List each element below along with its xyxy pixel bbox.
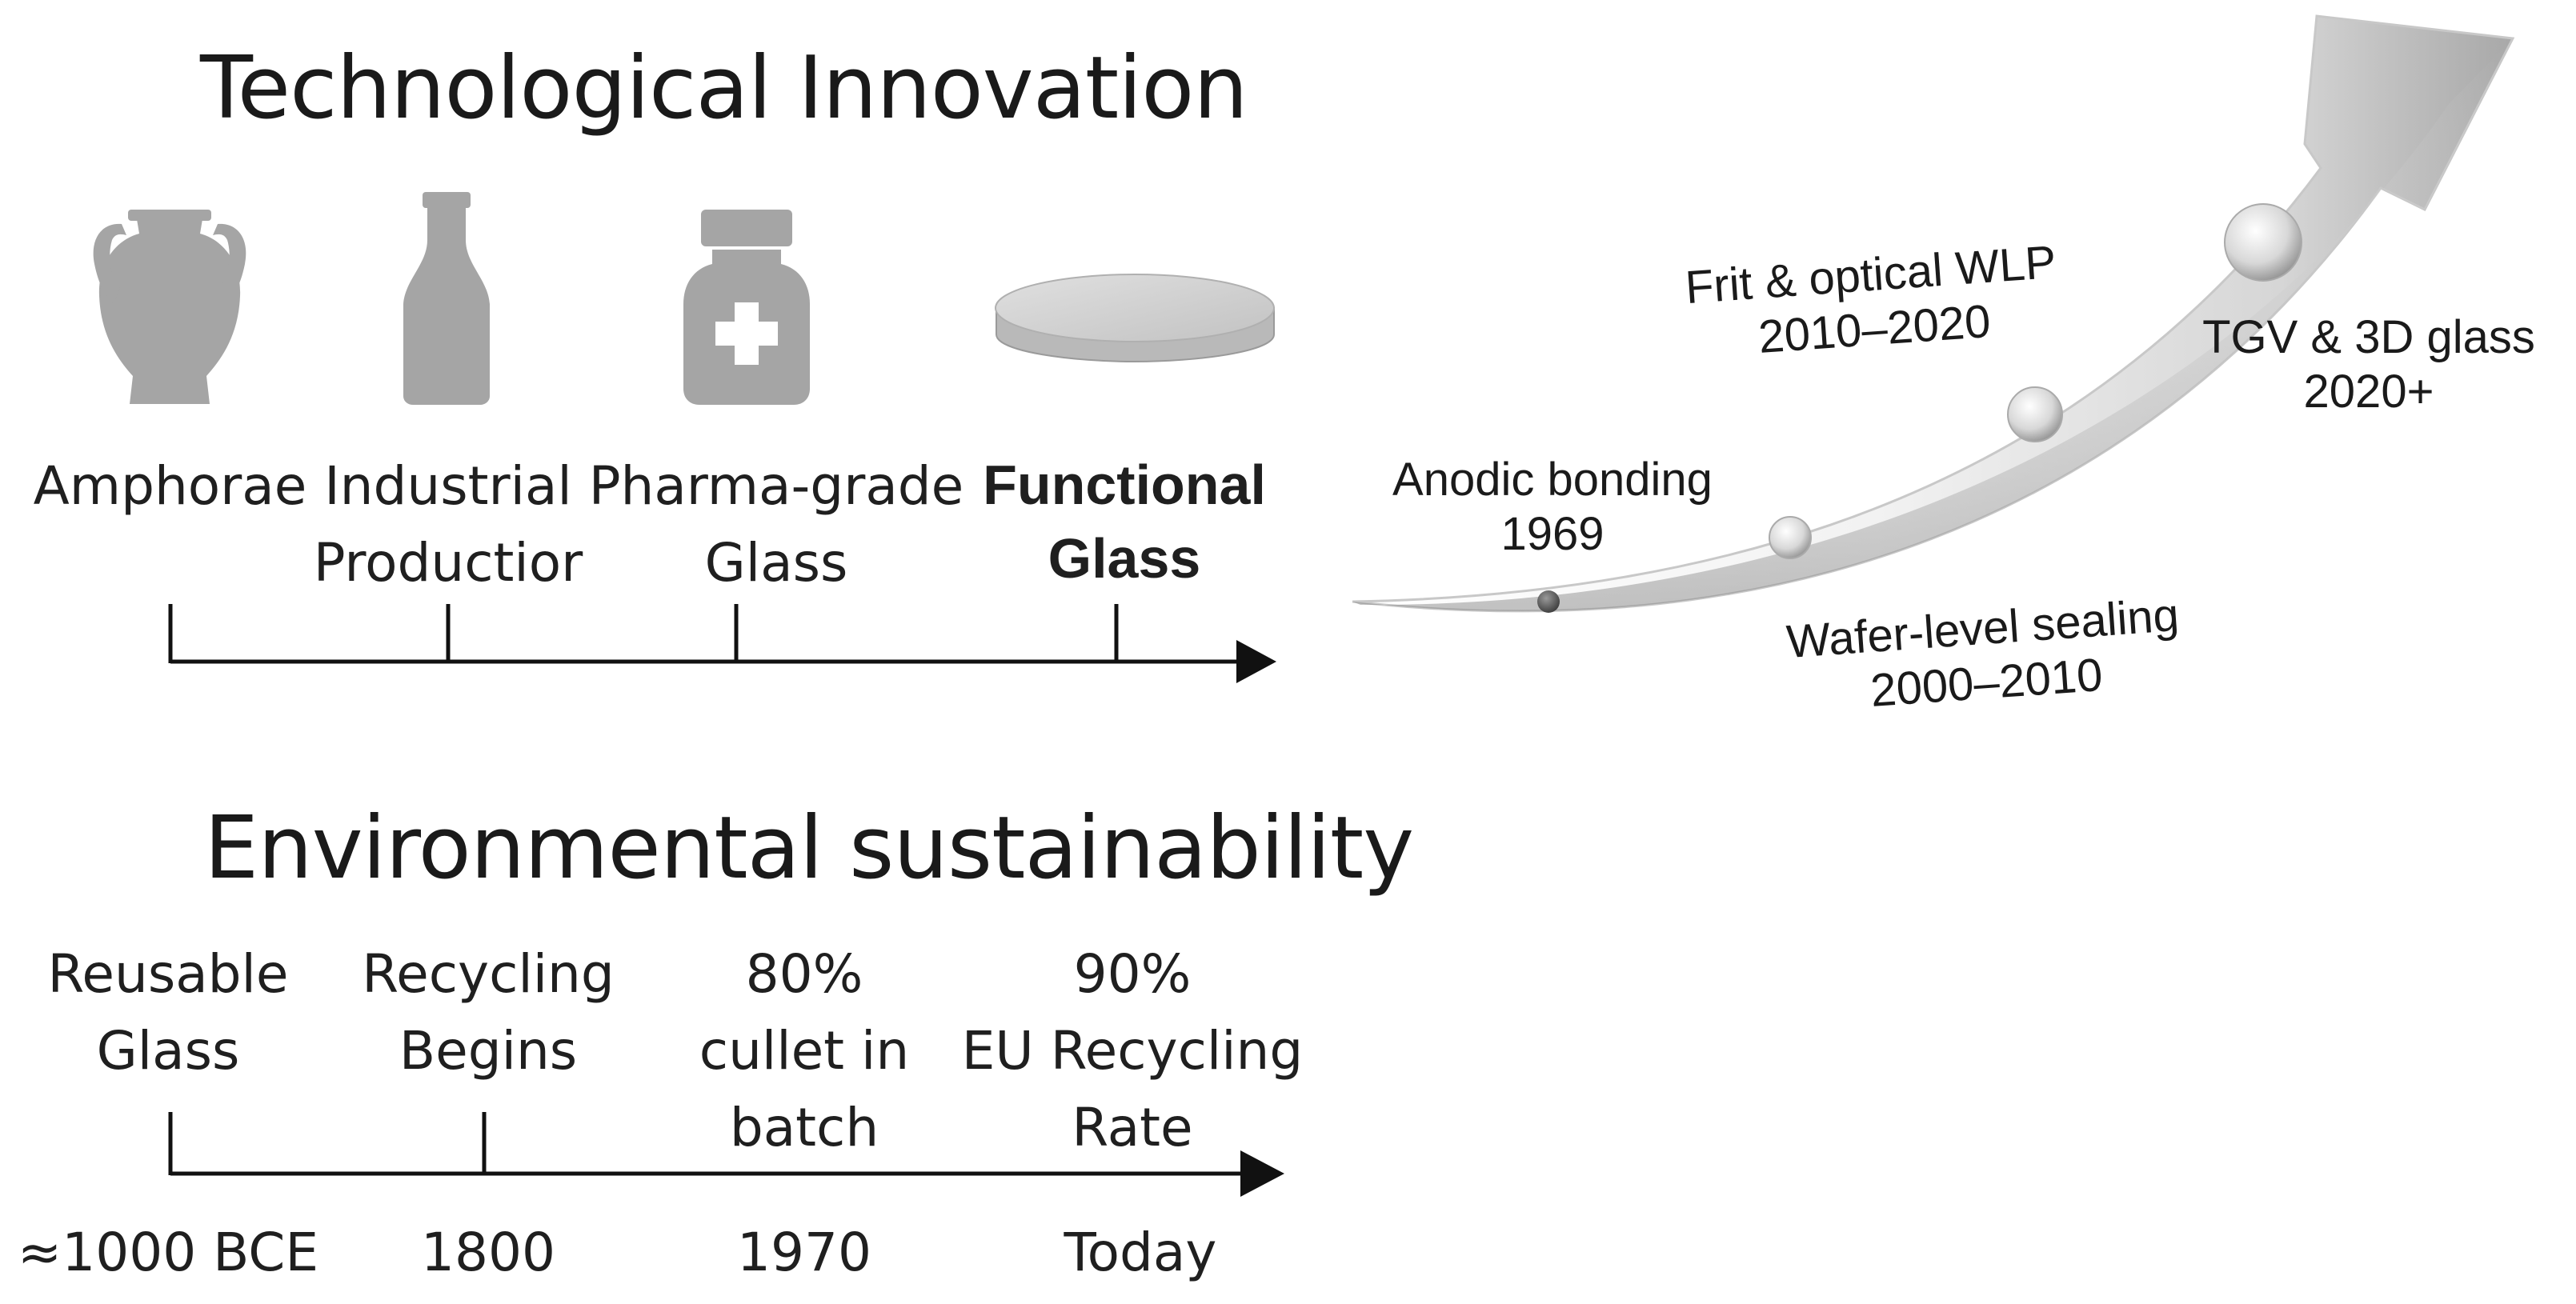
env-timeline-axis [168,1112,1248,1176]
tech-item-functional: Functional Glass [972,448,1276,595]
env-date-1000bce: ≈1000 BCE [17,1222,319,1283]
tech-axis-arrowhead [1236,640,1276,683]
env-item-eu-rate: 90% EU Recycling Rate [956,936,1308,1166]
env-item-label: 80% [745,943,863,1005]
medicine-bottle-icon [683,210,810,405]
env-item-recycling: Recycling Begins [336,936,640,1090]
env-item-label: Rate [1072,1097,1193,1158]
tech-item-label: Industrial [324,455,572,517]
milestone-dot-frit [2007,386,2063,442]
milestone-label: TGV & 3D glass [2202,311,2535,363]
tech-item-amphorae: Amphorae [32,448,308,525]
env-item-label: 90% [1073,943,1192,1005]
env-item-reusable: Reusable Glass [16,936,320,1090]
env-axis-arrowhead [1240,1150,1284,1197]
tech-item-label: Amphorae [33,455,307,517]
milestone-date: 1969 [1500,508,1604,560]
env-item-label: cullet in [699,1020,910,1082]
env-item-cullet: 80% cullet in batch [652,936,956,1166]
env-date-1970: 1970 [737,1222,871,1283]
env-item-label: Recycling [362,943,615,1005]
milestone-tgv-3d-glass: TGV & 3D glass 2020+ [2169,310,2569,419]
milestone-dot-wafer [1769,516,1812,559]
env-date-1800: 1800 [421,1222,555,1283]
milestone-dot-tgv [2224,203,2302,282]
tech-item-label: Productior [313,532,583,594]
tech-item-label: Glass [1048,527,1201,590]
tech-item-label: Pharma-grade [588,455,964,517]
tech-item-industrial: Industrial Productior [312,448,584,602]
amphora-icon [93,210,246,404]
tech-item-label: Functional [983,454,1266,516]
tech-item-label: Glass [704,532,848,594]
milestone-dot-anodic [1537,590,1560,613]
env-section-title: Environmental sustainability [204,798,1414,898]
glass-wafer-icon [995,274,1275,363]
env-item-label: EU Recycling [961,1020,1304,1082]
env-item-label: batch [729,1097,879,1158]
milestone-anodic-bonding: Anodic bonding 1969 [1360,453,1745,562]
tech-section-title: Technological Innovation [200,38,1248,138]
env-item-label: Glass [96,1020,240,1082]
env-item-label: Reusable [47,943,289,1005]
milestone-label: Anodic bonding [1392,454,1713,506]
tech-item-pharma: Pharma-grade Glass [588,448,964,602]
milestone-date: 2020+ [2303,366,2434,418]
env-date-today: Today [1064,1222,1217,1283]
env-item-label: Begins [399,1020,578,1082]
bottle-icon [403,192,490,405]
tech-timeline-axis [168,604,1248,664]
